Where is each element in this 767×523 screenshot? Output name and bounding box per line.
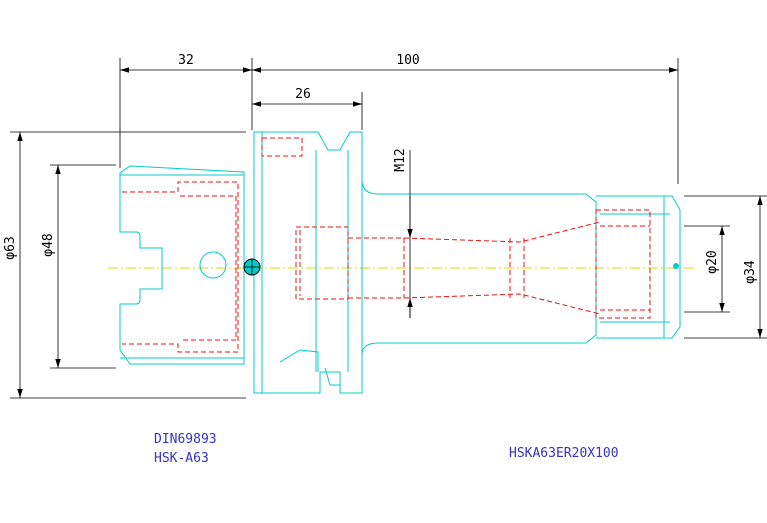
standard-label: DIN69893 bbox=[154, 432, 217, 447]
dim-flange-diameter: φ63 bbox=[3, 236, 18, 259]
dim-nut-diameter: φ34 bbox=[743, 260, 758, 284]
extension-lines bbox=[10, 58, 767, 399]
standard-note: DIN69893 HSK-A63 bbox=[154, 430, 217, 468]
dim-thread: M12 bbox=[393, 148, 408, 171]
part-number-label: HSKA63ER20X100 bbox=[509, 446, 619, 461]
dim-hsk-diameter: φ48 bbox=[41, 233, 56, 256]
flange-outline bbox=[253, 131, 363, 394]
dim-shank-length: 26 bbox=[295, 87, 311, 102]
tip-marker bbox=[673, 263, 679, 269]
hsk-taper-outline bbox=[119, 165, 245, 365]
dim-gauge-length: 100 bbox=[396, 53, 419, 68]
dim-flange-length: 32 bbox=[178, 53, 194, 68]
hidden-lines bbox=[122, 137, 651, 353]
interface-label: HSK-A63 bbox=[154, 451, 209, 466]
dimension-lines bbox=[17, 67, 763, 398]
dim-collet-bore: φ20 bbox=[705, 250, 720, 273]
